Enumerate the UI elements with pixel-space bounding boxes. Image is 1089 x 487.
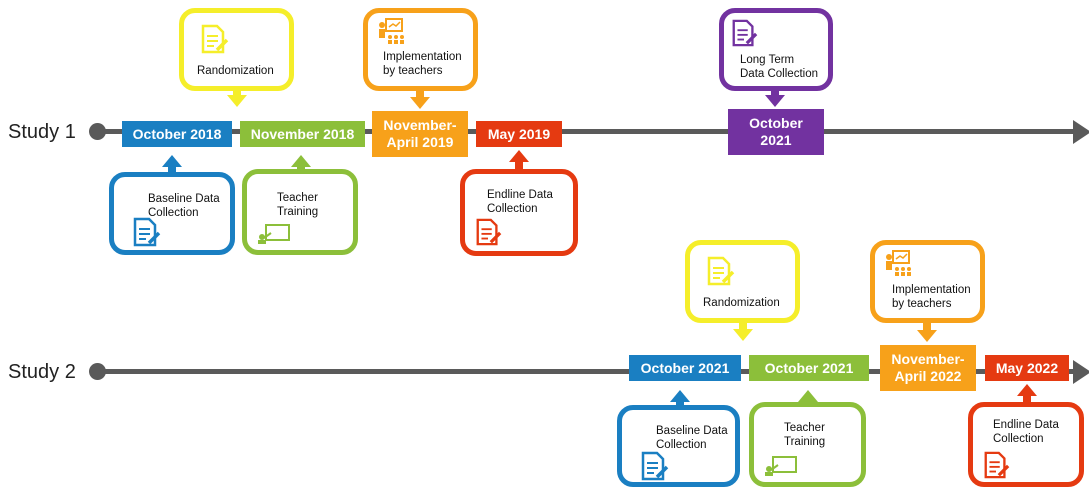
study1-date-october-2021: October 2021	[728, 109, 824, 155]
study2-card-baseline: Baseline Data Collection	[617, 405, 740, 487]
study2-label: Study 2	[8, 361, 76, 383]
study2-date-october-2021-a: October 2021	[629, 355, 741, 381]
study1-stem-randomization	[233, 88, 241, 97]
card-label: Teacher Training	[277, 192, 319, 219]
card-label: Baseline Data Collection	[148, 193, 220, 220]
study1-timeline-arrowhead	[1073, 120, 1089, 144]
card-label: Endline Data Collection	[487, 189, 553, 216]
document-pen-icon	[133, 217, 161, 247]
card-label: Long Term Data Collection	[740, 54, 818, 81]
study2-stem-randomization	[739, 320, 747, 330]
presenter-board-icon	[886, 250, 911, 276]
study1-date-may-2019: May 2019	[476, 121, 562, 147]
study2-pointer-baseline	[670, 390, 690, 402]
study1-date-november-2018: November 2018	[240, 121, 365, 147]
study2-stem-implementation	[923, 320, 931, 331]
document-pen-icon	[707, 256, 735, 286]
study2-card-training: Teacher Training	[749, 402, 866, 487]
card-label: Endline Data Collection	[993, 419, 1059, 446]
card-label: Randomization	[197, 65, 274, 77]
study1-label: Study 1	[8, 121, 76, 143]
study1-card-endline: Endline Data Collection	[460, 169, 578, 256]
study1-pointer-implementation	[410, 97, 430, 109]
document-pen-icon	[984, 451, 1010, 479]
study1-pointer-training	[291, 155, 311, 167]
study2-date-may-2022: May 2022	[985, 355, 1069, 381]
study2-stem-baseline	[676, 401, 684, 407]
study1-date-october-2018: October 2018	[122, 121, 232, 147]
study1-card-baseline: Baseline Data Collection	[109, 172, 235, 255]
study1-date-november-april-2019: November- April 2019	[372, 111, 468, 157]
study1-pointer-long-term	[765, 95, 785, 107]
whiteboard-icon	[258, 224, 290, 244]
study1-stem-implementation	[416, 88, 424, 98]
study1-pointer-endline	[509, 150, 529, 162]
study1-timeline	[96, 129, 1076, 134]
study2-card-implementation: Implementation by teachers	[870, 240, 985, 323]
card-label: Randomization	[703, 297, 780, 309]
whiteboard-icon	[765, 456, 797, 476]
study2-timeline-start-dot	[89, 363, 106, 380]
study2-pointer-implementation	[917, 330, 937, 342]
study2-stem-endline	[1023, 395, 1031, 404]
study2-date-october-2021-b: October 2021	[749, 355, 869, 381]
study1-pointer-randomization	[227, 95, 247, 107]
card-label: Baseline Data Collection	[656, 425, 728, 452]
study2-pointer-randomization	[733, 329, 753, 341]
study2-card-endline: Endline Data Collection	[968, 402, 1084, 487]
document-pen-icon	[732, 19, 758, 47]
study2-pointer-endline	[1017, 384, 1037, 396]
study1-card-training: Teacher Training	[242, 169, 358, 255]
study1-pointer-baseline	[162, 155, 182, 167]
document-pen-icon	[201, 24, 229, 54]
presenter-board-icon	[379, 18, 404, 44]
card-label: Teacher Training	[784, 422, 826, 449]
study2-timeline-arrowhead	[1073, 360, 1089, 384]
document-pen-icon	[476, 218, 502, 246]
study1-stem-baseline	[168, 166, 176, 174]
study1-card-implementation: Implementation by teachers	[363, 8, 478, 91]
study1-card-long-term: Long Term Data Collection	[719, 8, 833, 91]
study1-stem-long-term	[771, 88, 779, 97]
study2-date-november-april-2022: November- April 2022	[880, 345, 976, 391]
study1-stem-endline	[515, 161, 523, 171]
study2-timeline	[96, 369, 1076, 374]
card-label: Implementation by teachers	[383, 51, 462, 78]
study1-timeline-start-dot	[89, 123, 106, 140]
study2-pointer-training	[798, 390, 818, 402]
card-label: Implementation by teachers	[892, 284, 971, 311]
study2-card-randomization: Randomization	[685, 240, 800, 323]
document-pen-icon	[641, 451, 669, 481]
study1-card-randomization: Randomization	[179, 8, 294, 91]
